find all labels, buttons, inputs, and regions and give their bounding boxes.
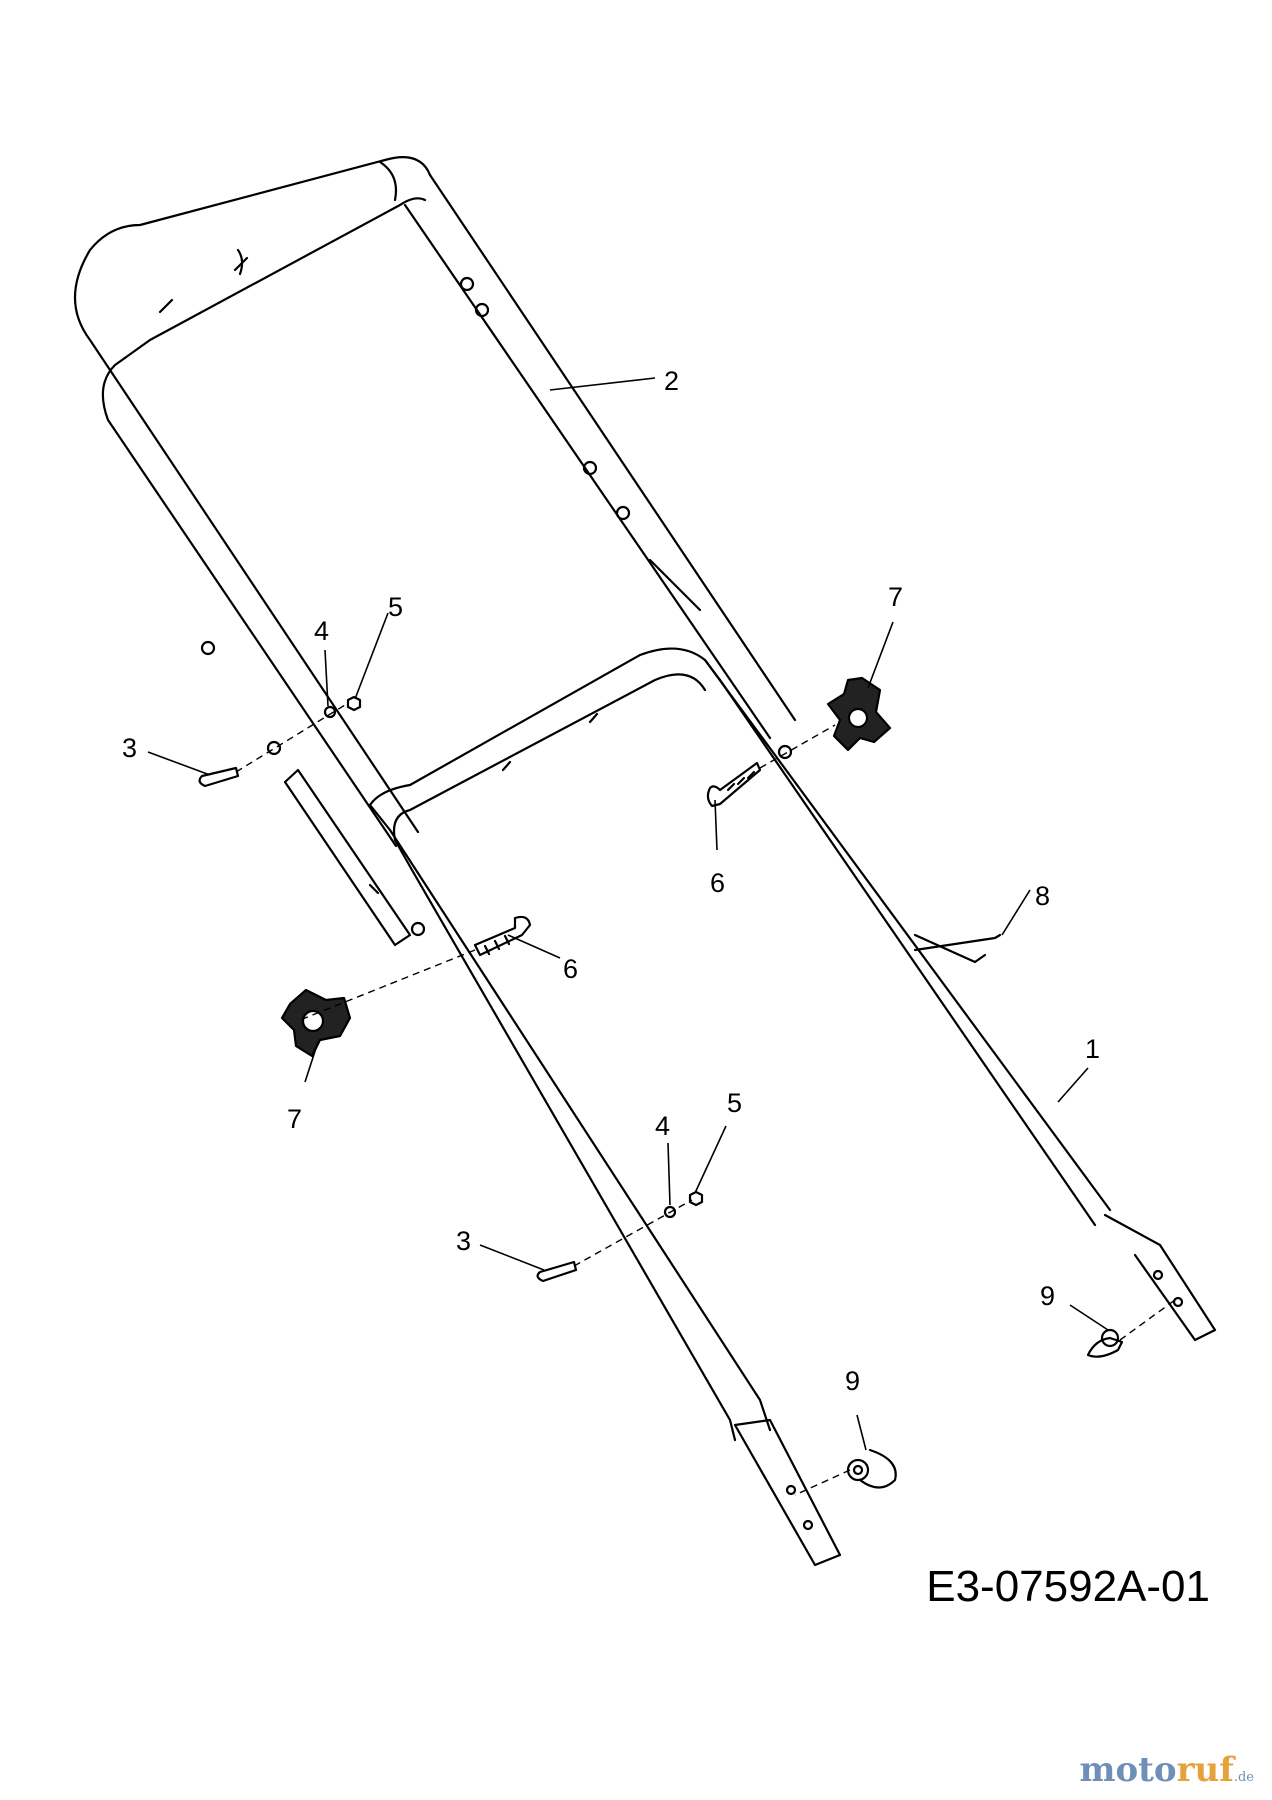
drawing-id: E3-07592A-01 [926, 1562, 1210, 1611]
nut-part-5b [688, 1190, 704, 1207]
lower-handle-part [368, 647, 1217, 1567]
callout-9: 9 [1040, 1281, 1055, 1311]
callout-3: 3 [122, 733, 137, 763]
carriage-bolt-part-3b [536, 1260, 578, 1283]
assembly-lines [235, 704, 1176, 1496]
callout-5: 5 [388, 592, 403, 622]
washer-part-4b [663, 1205, 677, 1219]
callout-2: 2 [664, 366, 679, 396]
watermark-suffix: .de [1233, 1770, 1254, 1785]
mounting-holes [200, 276, 631, 756]
star-knob-part-7b [280, 988, 352, 1058]
callout-6: 6 [710, 868, 725, 898]
callout-7: 7 [888, 582, 903, 612]
callout-9: 9 [845, 1366, 860, 1396]
upper-handle-part [74, 156, 797, 947]
callout-4: 4 [314, 616, 329, 646]
callout-4: 4 [655, 1111, 670, 1141]
watermark-logo: motoruf.de [1080, 1750, 1254, 1790]
callout-8: 8 [1035, 881, 1050, 911]
watermark-part1: moto [1079, 1750, 1177, 1790]
leader-lines [147, 377, 1109, 1451]
cable-tie-part-8 [913, 933, 1002, 952]
callout-3: 3 [456, 1226, 471, 1256]
carriage-bolt-part-3a [198, 766, 240, 788]
nut-part-5a [346, 695, 362, 712]
carriage-bolt-part-6b [473, 915, 532, 957]
callout-5: 5 [727, 1088, 742, 1118]
washer-part-4a [323, 705, 337, 719]
lock-pin-part-9a [1086, 1328, 1124, 1358]
callout-6: 6 [563, 954, 578, 984]
callout-7: 7 [287, 1104, 302, 1134]
star-knob-part-7a [826, 676, 892, 752]
carriage-bolt-part-6a [706, 761, 762, 808]
watermark-part2: ruf [1176, 1750, 1234, 1790]
callout-1: 1 [1085, 1034, 1100, 1064]
lock-pin-part-9b [846, 1448, 897, 1489]
